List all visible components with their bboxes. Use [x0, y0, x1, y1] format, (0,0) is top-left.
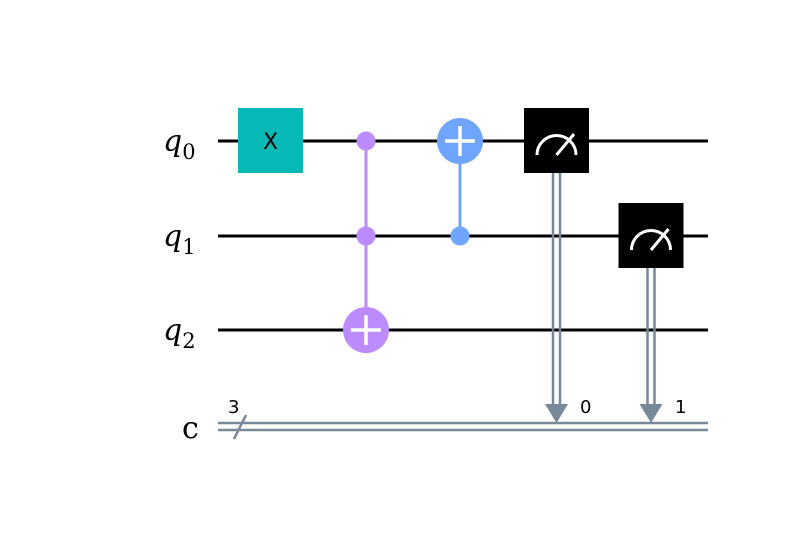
toffoli-gate [343, 131, 389, 353]
classical-wire [218, 421, 708, 432]
qubit-label-0: q0 [163, 124, 196, 164]
measure-bit-label-0: 0 [580, 397, 591, 418]
meter-icon [535, 133, 578, 156]
measure-arrow-0 [545, 404, 568, 423]
register-size-label: 3 [228, 397, 239, 418]
toffoli-target-plus-icon [343, 307, 389, 353]
meter-icon [630, 228, 672, 251]
toffoli-control-dot-0 [356, 131, 376, 151]
measure-gate-0: 0 [524, 108, 591, 423]
measure-gate-1: 1 [618, 203, 686, 423]
qubit-label-2: q2 [163, 313, 196, 353]
x-gate-label: X [263, 130, 278, 155]
measure-box-1 [618, 203, 684, 268]
qubit-label-1: q1 [163, 219, 196, 259]
cnot-target-plus-icon [437, 118, 483, 164]
classical-register-label: c [182, 411, 199, 446]
cnot-control-dot [450, 226, 470, 246]
register-size-slash [232, 414, 248, 440]
x-gate-box [238, 108, 303, 173]
toffoli-control-dot-1 [356, 226, 376, 246]
measure-bit-label-1: 1 [675, 397, 686, 418]
x-gate: X [238, 108, 303, 173]
measure-box-0 [524, 108, 589, 173]
measure-arrow-1 [639, 404, 663, 423]
cnot-gate [437, 118, 483, 246]
